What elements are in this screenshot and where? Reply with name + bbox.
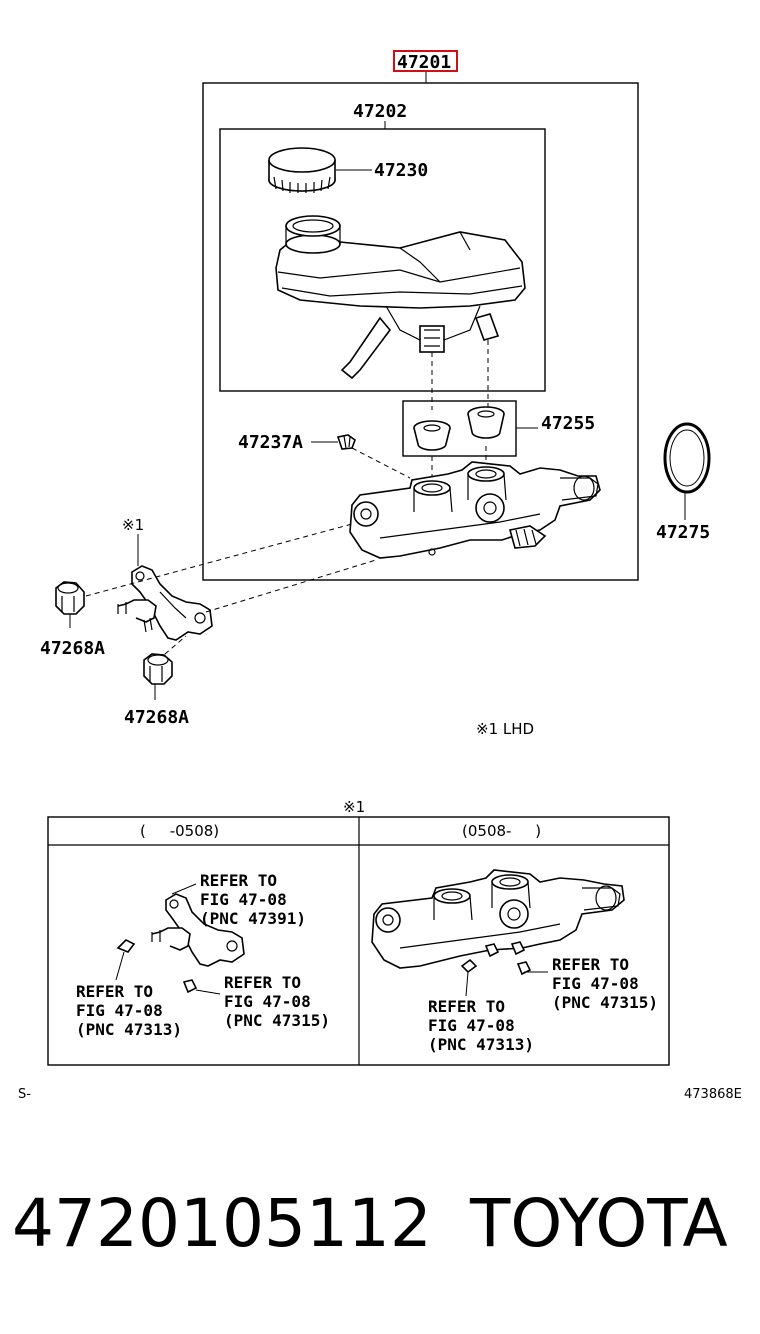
label-nut-left[interactable]: 47268A (40, 638, 105, 659)
left-ref-c: REFER TO FIG 47-08 (PNC 47315) (224, 973, 330, 1030)
footer: 4720105112 TOYOTA (0, 1185, 760, 1285)
footer-part-number: 4720105112 (12, 1185, 432, 1262)
corner-code-right: 473868E (684, 1087, 742, 1102)
label-assembly[interactable]: 47201 (397, 52, 451, 73)
footer-brand: TOYOTA (470, 1185, 728, 1262)
grommet-right (467, 406, 505, 439)
label-grommet[interactable]: 47255 (541, 413, 595, 434)
table-header-right: (0508- ) (462, 822, 541, 840)
svg-text:FIG 47-08: FIG 47-08 (552, 974, 639, 993)
note-mark: ※1 (122, 516, 144, 534)
left-cell-bracket (116, 893, 245, 994)
svg-text:FIG 47-08: FIG 47-08 (76, 1001, 163, 1020)
reservoir-tank (275, 215, 526, 380)
svg-text:(PNC 47315): (PNC 47315) (224, 1011, 330, 1030)
dash-bracket-top (85, 523, 353, 597)
svg-text:REFER TO: REFER TO (552, 955, 629, 974)
dash-bracket-bottom (205, 559, 377, 613)
right-ref-d: REFER TO FIG 47-08 (PNC 47315) (552, 955, 658, 1012)
leader-ref-c (195, 989, 221, 995)
svg-text:(PNC 47315): (PNC 47315) (552, 993, 658, 1012)
label-nut-bottom[interactable]: 47268A (124, 707, 189, 728)
right-cell-cylinder (371, 869, 625, 976)
leader-ref-e (465, 971, 469, 997)
plug (336, 434, 356, 450)
leader-ref-b (115, 951, 125, 981)
leader-ref-a (171, 883, 197, 895)
assembly-frame (202, 82, 639, 581)
dash-nut-bottom (157, 635, 187, 661)
svg-text:FIG 47-08: FIG 47-08 (428, 1016, 515, 1035)
label-plug[interactable]: 47237A (238, 432, 303, 453)
svg-text:FIG 47-08: FIG 47-08 (224, 992, 311, 1011)
svg-text:REFER TO: REFER TO (76, 982, 153, 1001)
reservoir-cap (268, 147, 336, 193)
svg-text:REFER TO: REFER TO (428, 997, 505, 1016)
o-ring (663, 422, 711, 494)
svg-text:REFER TO: REFER TO (224, 973, 301, 992)
master-cylinder (349, 461, 601, 559)
dash-plug (351, 447, 411, 479)
label-o-ring[interactable]: 47275 (656, 522, 710, 543)
label-cap[interactable]: 47230 (374, 160, 428, 181)
corner-code-left: S- (18, 1087, 31, 1102)
svg-text:REFER TO: REFER TO (200, 871, 277, 890)
reservoir-frame (219, 128, 546, 392)
table-header-left: ( -0508) (140, 822, 219, 840)
highlight-box (393, 50, 458, 72)
right-ref-e: REFER TO FIG 47-08 (PNC 47313) (428, 997, 534, 1054)
grommet-left (413, 420, 451, 451)
svg-text:(PNC 47391): (PNC 47391) (200, 909, 306, 928)
left-ref-a: REFER TO FIG 47-08 (PNC 47391) (200, 871, 306, 928)
svg-text:(PNC 47313): (PNC 47313) (76, 1020, 182, 1039)
label-reservoir[interactable]: 47202 (353, 101, 407, 122)
nut-left (55, 581, 85, 615)
nut-bottom (143, 653, 173, 685)
mounting-bracket (117, 565, 213, 641)
left-ref-b: REFER TO FIG 47-08 (PNC 47313) (76, 982, 182, 1039)
svg-text:FIG 47-08: FIG 47-08 (200, 890, 287, 909)
table-title: ※1 (343, 798, 365, 816)
svg-text:(PNC 47313): (PNC 47313) (428, 1035, 534, 1054)
note-legend: ※1 LHD (476, 720, 534, 738)
